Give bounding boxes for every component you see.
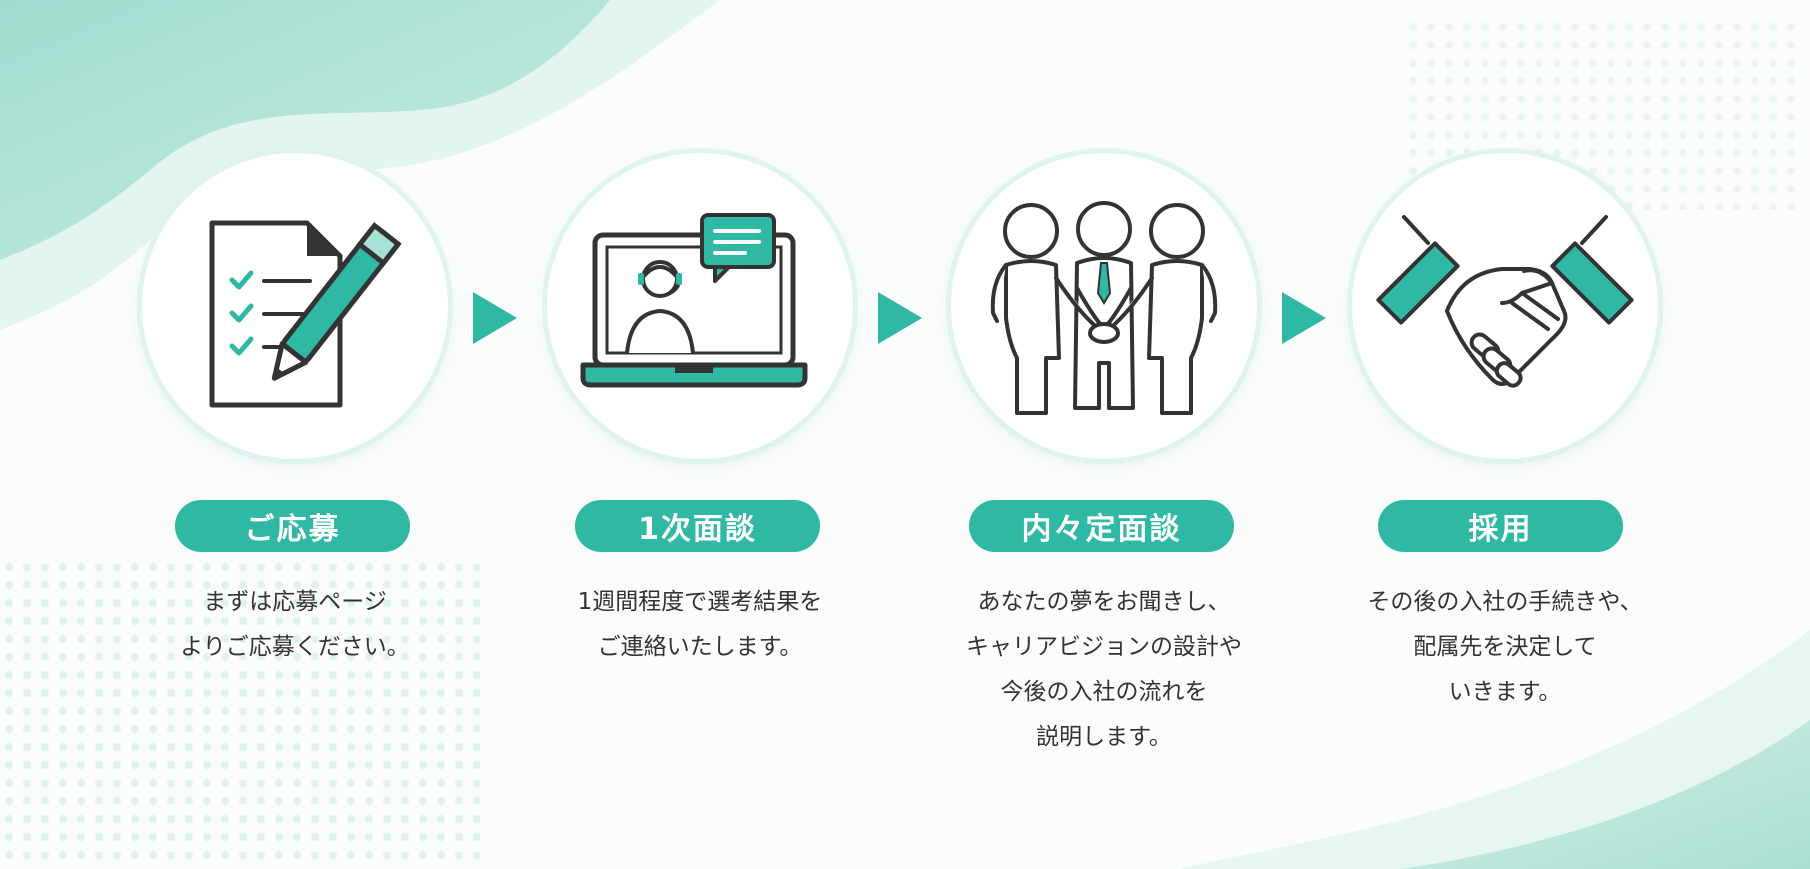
bottom-right-wave — [1400, 720, 1810, 869]
team-hands-together-icon — [990, 201, 1218, 415]
step-title: 内々定面談 — [1021, 512, 1182, 547]
description-line: ご連絡いたします。 — [597, 634, 803, 660]
step-title-pill: 採用 — [1378, 500, 1623, 552]
play-triangle-icon — [878, 292, 922, 344]
step-icon-circle — [1352, 153, 1658, 459]
step-title-pill: 1次面談 — [575, 500, 820, 552]
step-icon-circle — [142, 153, 448, 459]
description-line: 今後の入社の流れを — [1000, 679, 1208, 705]
play-triangle-icon — [473, 292, 517, 344]
description-line: 配属先を決定して — [1413, 634, 1597, 660]
step-icon-circle — [951, 153, 1257, 459]
description-line: その後の入社の手続きや、 — [1367, 589, 1643, 615]
description-line: あなたの夢をお聞きし、 — [977, 589, 1231, 615]
description-line: 説明します。 — [1036, 724, 1172, 750]
step-description: 1週間程度で選考結果を ご連絡いたします。 — [520, 580, 880, 670]
play-triangle-icon — [1282, 292, 1326, 344]
step-icon-circle — [547, 153, 853, 459]
laptop-video-chat-icon — [580, 213, 808, 388]
step-title: ご応募 — [244, 512, 341, 547]
step-description: まずは応募ページ よりご応募ください。 — [115, 580, 475, 670]
handshake-icon — [1376, 215, 1634, 388]
description-line: いきます。 — [1448, 679, 1562, 705]
description-line: キャリアビジョンの設計や — [966, 634, 1242, 660]
step-title-pill: ご応募 — [175, 500, 410, 552]
step-title-pill: 内々定面談 — [969, 500, 1234, 552]
application-form-pen-icon — [209, 220, 402, 408]
step-description: あなたの夢をお聞きし、 キャリアビジョンの設計や 今後の入社の流れを 説明します… — [924, 580, 1284, 760]
top-left-wave — [0, 0, 610, 260]
step-description: その後の入社の手続きや、 配属先を決定して いきます。 — [1325, 580, 1685, 715]
description-line: 1週間程度で選考結果を — [577, 589, 823, 615]
description-line: よりご応募ください。 — [180, 634, 410, 660]
step-title: 採用 — [1468, 512, 1533, 547]
step-title: 1次面談 — [638, 512, 757, 547]
dot-pattern-bottom-left — [0, 560, 480, 860]
description-line: まずは応募ページ — [203, 589, 387, 615]
